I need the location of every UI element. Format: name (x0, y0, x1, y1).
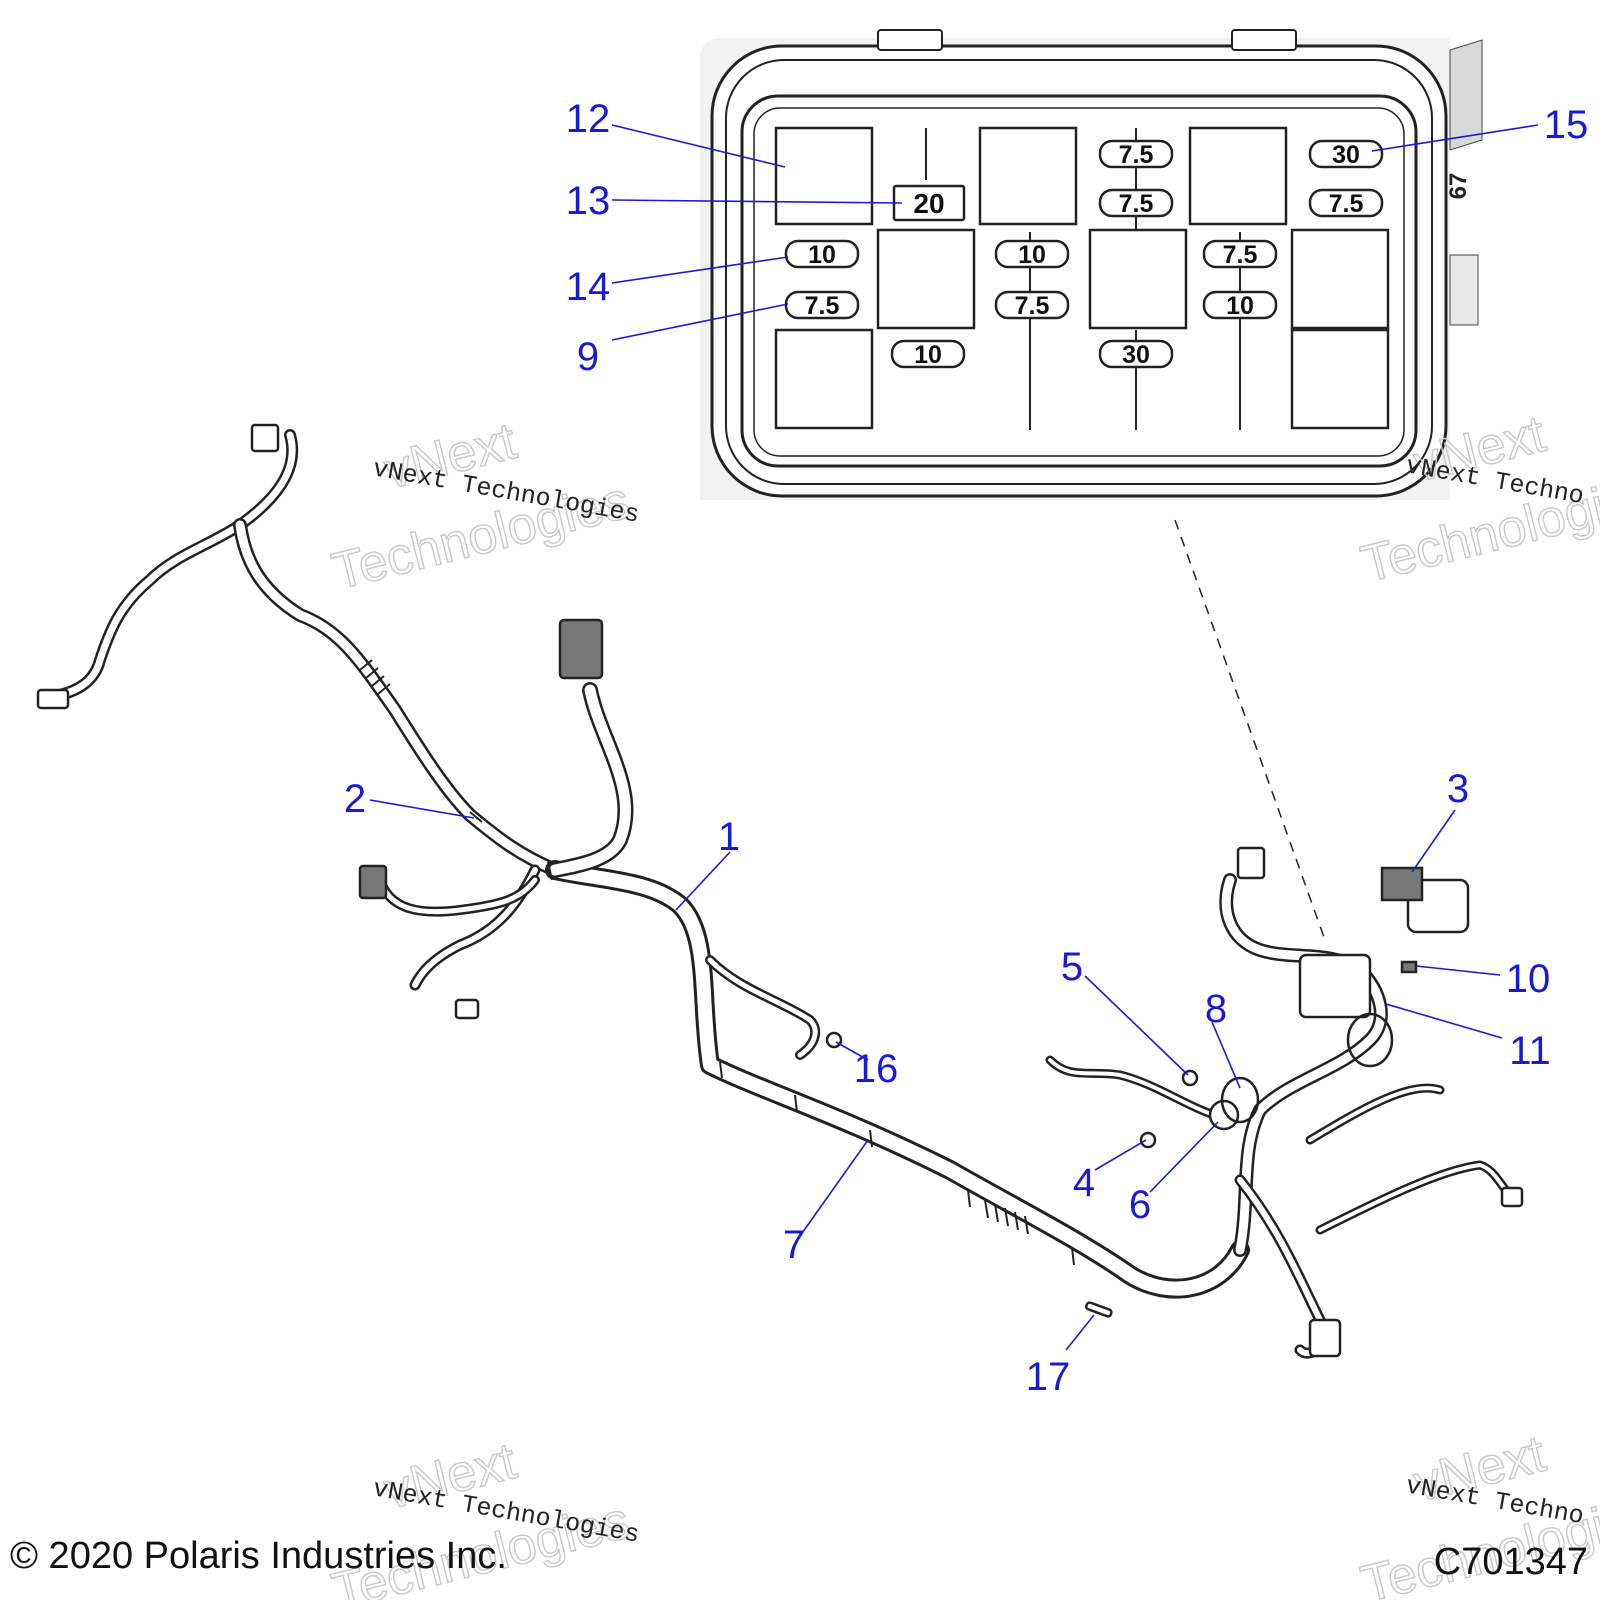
spare-fuse (1400, 960, 1418, 974)
grommet-8 (1220, 1076, 1260, 1124)
callout-2: 2 (344, 777, 366, 821)
fuse-r3-a: 10 (808, 241, 836, 269)
copyright-text: © 2020 Polaris Industries Inc. (10, 1535, 507, 1577)
grommet-11 (1346, 1012, 1394, 1068)
connector-lower-right (1308, 1318, 1342, 1358)
connector-left-end (36, 688, 70, 710)
terminal-17 (1085, 1301, 1113, 1318)
fuse-box-inset: 7.5 7.5 30 20 7.5 7.5 10 10 7.5 7.5 10 1… (700, 29, 1483, 500)
harness-mid-branch-inner (707, 957, 818, 1058)
inset-edge-mark: 67 (1445, 173, 1472, 200)
callout-11: 11 (1509, 1029, 1551, 1073)
fuse-label-card (1380, 866, 1424, 902)
callout-9: 9 (577, 335, 599, 379)
connector-left-plug (358, 864, 388, 900)
fuse-r4-b: 10 (1226, 292, 1254, 320)
callout-10: 10 (1506, 957, 1551, 1001)
harness-upper-branch-inner (56, 431, 296, 699)
harness-right-tail-inner (1308, 1086, 1512, 1232)
harness-connector-branch-inner (377, 877, 538, 915)
fuse-r4-a: 7.5 (1015, 292, 1050, 320)
callout-1: 1 (718, 815, 740, 859)
callout-12: 12 (566, 97, 611, 141)
fuse-r1-a: 7.5 (1119, 141, 1154, 169)
leader-lines (369, 124, 1539, 1351)
connector-upper-plug (558, 618, 604, 680)
fuse-r4-c: 10 (914, 341, 942, 369)
callout-7: 7 (783, 1223, 805, 1267)
harness-right-tail-outer (1305, 1083, 1515, 1235)
wire-harness (36, 423, 1524, 1359)
clip-4 (1139, 1131, 1157, 1149)
fuse-box-mounted (1298, 953, 1372, 1019)
callout-5: 5 (1061, 945, 1083, 989)
fuse-r5-a: 30 (1122, 341, 1150, 369)
callout-8: 8 (1205, 987, 1227, 1031)
harness-left-drop-inner (549, 684, 631, 876)
connector-far-right (1500, 1186, 1524, 1208)
clip-16 (825, 1031, 843, 1049)
fuse-r1-c: 30 (1332, 141, 1360, 169)
callout-4: 4 (1073, 1161, 1095, 1205)
fuse-slots (784, 139, 1384, 369)
connector-top-left (250, 423, 280, 453)
reference-dashed-line (1174, 519, 1326, 941)
relay-grid (774, 126, 1390, 430)
watermarks: vNext Technologies vNext Technologies vN… (326, 404, 1600, 1600)
callout-17: 17 (1026, 1355, 1071, 1399)
connector-top-right (1236, 846, 1266, 880)
callout-16: 16 (854, 1047, 899, 1091)
callout-15: 15 (1544, 103, 1589, 147)
connector-lower-left (454, 998, 480, 1020)
fuse-r2-c: 7.5 (1223, 241, 1258, 269)
fuse-r2-b: 7.5 (1329, 190, 1364, 218)
fuse-r2-a: 20 (913, 188, 944, 219)
harness-right-main-inner (1221, 875, 1386, 1255)
fuse-r1-b: 7.5 (1119, 190, 1154, 218)
fuse-r3-c: 7.5 (805, 292, 840, 320)
callout-13: 13 (566, 179, 611, 223)
harness-lower-branch-outer (409, 864, 541, 991)
callout-6: 6 (1129, 1183, 1151, 1227)
drawing-code: C701347 (1434, 1541, 1588, 1583)
fuse-r3-b: 10 (1018, 241, 1046, 269)
callout-labels: 1 2 3 4 5 6 7 8 9 10 11 12 13 14 15 16 1… (344, 97, 1588, 1399)
harness-left-lead-inner (1048, 1058, 1232, 1122)
callout-14: 14 (566, 265, 611, 309)
callout-3: 3 (1447, 767, 1469, 811)
harness-top-run-inner (235, 520, 560, 875)
